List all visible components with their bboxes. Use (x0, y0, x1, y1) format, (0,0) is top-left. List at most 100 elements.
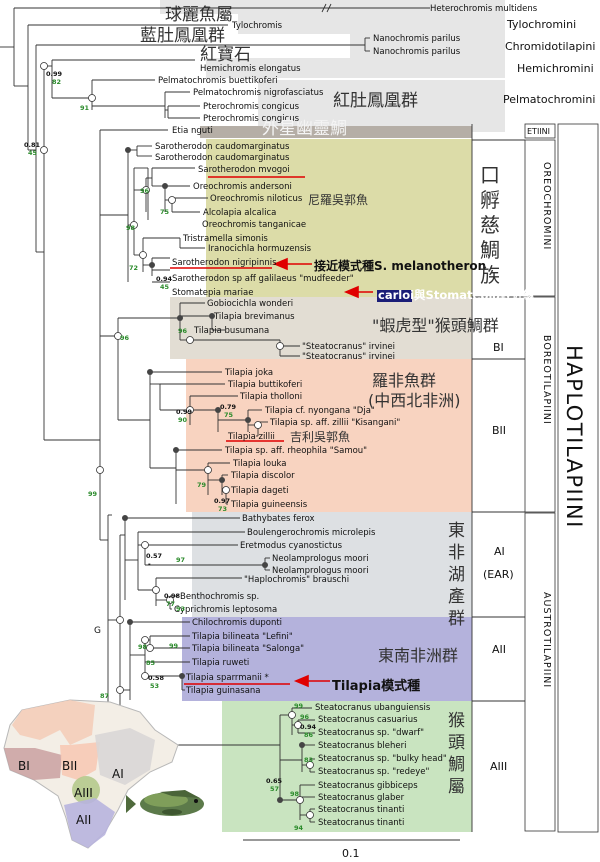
taxon-bii-3: Tilapia cf. nyongana "Dja" (264, 406, 375, 416)
label-bii: BII (492, 424, 506, 437)
taxon-tylochromis: Tylochromis (231, 21, 283, 31)
label-bi: BI (493, 341, 504, 354)
cn-ai-2: 非 (448, 543, 465, 563)
cn-aii: 東南非洲群 (378, 646, 458, 665)
label-ai: AI (494, 545, 505, 558)
note-sparrmanii: Tilapia模式種 (332, 678, 420, 694)
support-n25: 96 (300, 713, 310, 721)
tribe-etiini: ETIINI (527, 127, 550, 136)
support-n4: 96 (140, 187, 150, 195)
support-n14a: 0.97 (214, 497, 230, 505)
taxon-aiii-6: Steatocranus gibbiceps (318, 781, 418, 791)
node-letter-g: G (94, 626, 101, 636)
map-labels: BI BII AI AIII AII (18, 759, 124, 827)
taxon-nanochromis-1: Nanochromis parilus (373, 34, 461, 44)
tribe-hemichromini: Hemichromini (517, 62, 594, 75)
tribe-pelmatochromini: Pelmatochromini (503, 93, 595, 106)
taxon-bii-7: Tilapia louka (232, 459, 286, 469)
cn-bii-1: 羅非魚群 (372, 371, 436, 390)
taxon-nanochromis-2: Nanochromis parilus (373, 47, 461, 57)
tribe-haplotilapiini: HAPLOTILAPIINI (562, 345, 586, 529)
cn-aiii-2: 頭 (448, 733, 465, 753)
support-n30: 98 (290, 790, 300, 798)
taxon-oreo-2: Sarotherodon mvogoi (198, 165, 290, 175)
cn-etia: 外星幽靈鯛 (262, 119, 347, 139)
support-n9: 96 (178, 327, 188, 335)
support-n10: 96 (120, 334, 130, 342)
taxon-bi-0: Gobiocichla wonderi (207, 299, 293, 309)
taxon-pterochromis-1: Pterochromis congicus (203, 102, 300, 112)
label-ear: (EAR) (483, 568, 514, 581)
taxon-aii-2: Tilapia bilineata "Salonga" (191, 644, 304, 654)
taxon-oreo-10: Sarotherodon sp aff galilaeus "mudfeeder… (172, 274, 354, 284)
support-values: 0.99 82 91 0.81 45 96 75 98 72 0.94 45 9… (24, 70, 317, 832)
support-n1b: 82 (52, 78, 61, 86)
map-label-ai: AI (112, 767, 124, 781)
tree-nodes (40, 62, 314, 819)
taxon-aiii-7: Steatocranus glaber (318, 793, 405, 803)
support-n12a: 0.79 (220, 403, 237, 411)
support-n11b: 90 (178, 416, 188, 424)
tribe-tylochromini: Tylochromini (506, 18, 576, 31)
map-label-bii: BII (62, 759, 77, 773)
cn-bii-2: (中西北非洲) (368, 391, 461, 410)
taxon-ai-3: Neolamprologus moori (272, 554, 369, 564)
cn-oreo-4: 鯛 (480, 238, 500, 262)
cn-pelmatochromis: 紅肚鳳凰群 (333, 91, 418, 111)
branch-break (321, 3, 332, 13)
support-n29a: 0.65 (266, 777, 283, 785)
support-n17: 97 (176, 556, 185, 564)
taxon-oreo-4: Oreochromis niloticus (210, 194, 303, 204)
note-zillii: 吉利吳郭魚 (290, 430, 350, 444)
background-panels (160, 0, 505, 832)
support-n1a: 0.99 (46, 70, 63, 78)
taxon-bii-5: Tilapia zillii (227, 432, 275, 442)
taxon-aiii-1: Steatocranus casuarius (318, 715, 418, 725)
taxon-aiii-3: Steatocranus bleheri (318, 741, 406, 751)
support-n8b: 45 (160, 283, 170, 291)
support-n21: 99 (169, 642, 179, 650)
support-n14b: 73 (218, 505, 227, 513)
taxon-oreo-6: Oreochromis tanganicae (202, 220, 306, 230)
support-n18b: 77 (166, 600, 175, 608)
cn-oreo-5: 族 (480, 263, 500, 287)
taxon-oreo-1: Sarotherodon caudomarginatus (155, 153, 290, 163)
taxon-oreo-5: Alcolapia alcalica (203, 208, 276, 218)
taxon-ai-4: Neolamprologus moori (272, 566, 369, 576)
taxon-bii-2: Tilapia tholloni (239, 392, 302, 402)
support-n3b: 45 (28, 149, 38, 157)
map-label-bi: BI (18, 759, 30, 773)
note-stomatepia: carloi與Stomatepia較近緣 (378, 288, 535, 302)
support-n24: 87 (100, 692, 109, 700)
support-n23a: 0.58 (148, 674, 165, 682)
taxon-ai-7: Cyprichromis leptosoma (174, 605, 277, 615)
tribe-chromidotilapini: Chromidotilapini (505, 40, 595, 53)
taxon-aiii-0: Steatocranus ubanguiensis (315, 703, 431, 713)
support-n6: 98 (126, 224, 136, 232)
support-n20: 98 (138, 643, 148, 651)
tribe-bars (471, 123, 599, 833)
support-n13: 79 (197, 481, 207, 489)
cn-oreo-2: 孵 (480, 188, 500, 212)
label-aii: AII (492, 643, 506, 656)
support-n22: 85 (146, 659, 156, 667)
taxon-bii-9: Tilapia dageti (230, 486, 288, 496)
africa-map (3, 699, 179, 849)
support-n23b: 53 (150, 682, 159, 690)
cn-bi: "蝦虎型"猴頭鯛群 (372, 316, 499, 335)
taxon-aii-0: Chilochromis duponti (192, 618, 282, 628)
taxon-aiii-5: Steatocranus sp. "redeye" (318, 767, 430, 777)
support-n15: 99 (88, 490, 98, 498)
taxon-oreo-9: Sarotherodon nigripinnis (172, 258, 277, 268)
taxon-oreo-3: Oreochromis andersoni (193, 182, 292, 192)
tribe-austrotilapiini: AUSTROTILAPIINI (541, 592, 552, 688)
taxon-oreo-0: Sarotherodon caudomarginatus (155, 142, 290, 152)
taxon-etia: Etia nguti (172, 126, 213, 136)
support-n2: 91 (80, 104, 90, 112)
taxon-aii-4: Tilapia sparrmanii * (185, 673, 269, 683)
tribe-oreochromini: OREOCHROMINI (541, 162, 552, 250)
note-niloticus: 尼羅吳郭魚 (308, 193, 368, 207)
taxon-pterochromis-2: Pterochromis congicus (203, 114, 300, 124)
